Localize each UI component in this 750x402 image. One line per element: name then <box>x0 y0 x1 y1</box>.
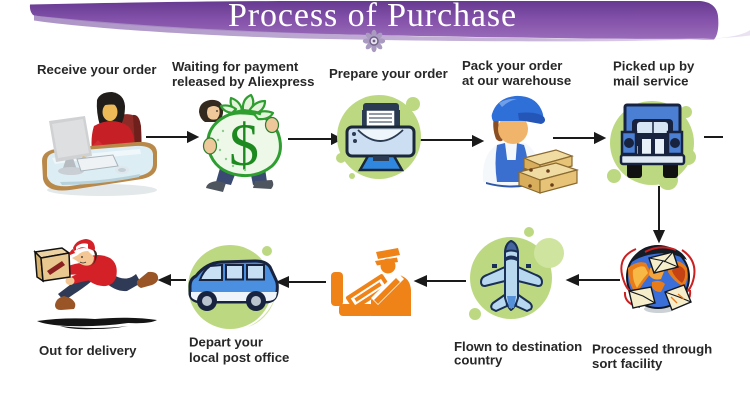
svg-text:Depart your: Depart your <box>189 335 263 350</box>
svg-text:Picked up by: Picked up by <box>613 59 695 74</box>
svg-text:sort facility: sort facility <box>592 356 663 371</box>
svg-text:Pack your order: Pack your order <box>462 58 562 73</box>
svg-text:Out for delivery: Out for delivery <box>39 343 137 358</box>
svg-text:Waiting for payment: Waiting for payment <box>172 59 299 74</box>
svg-text:Processed through: Processed through <box>592 342 712 357</box>
svg-text:country: country <box>454 353 503 368</box>
svg-text:Process of Purchase: Process of Purchase <box>228 0 517 34</box>
svg-text:Prepare your order: Prepare your order <box>329 66 448 81</box>
svg-text:mail service: mail service <box>613 74 689 89</box>
svg-text:$: $ <box>229 112 259 178</box>
svg-text:released by Aliexpress: released by Aliexpress <box>172 74 314 89</box>
svg-text:Flown to destination: Flown to destination <box>454 339 582 354</box>
svg-text:Receive your order: Receive your order <box>37 62 156 77</box>
svg-text:local post office: local post office <box>189 350 289 365</box>
svg-text:at our warehouse: at our warehouse <box>462 73 571 88</box>
